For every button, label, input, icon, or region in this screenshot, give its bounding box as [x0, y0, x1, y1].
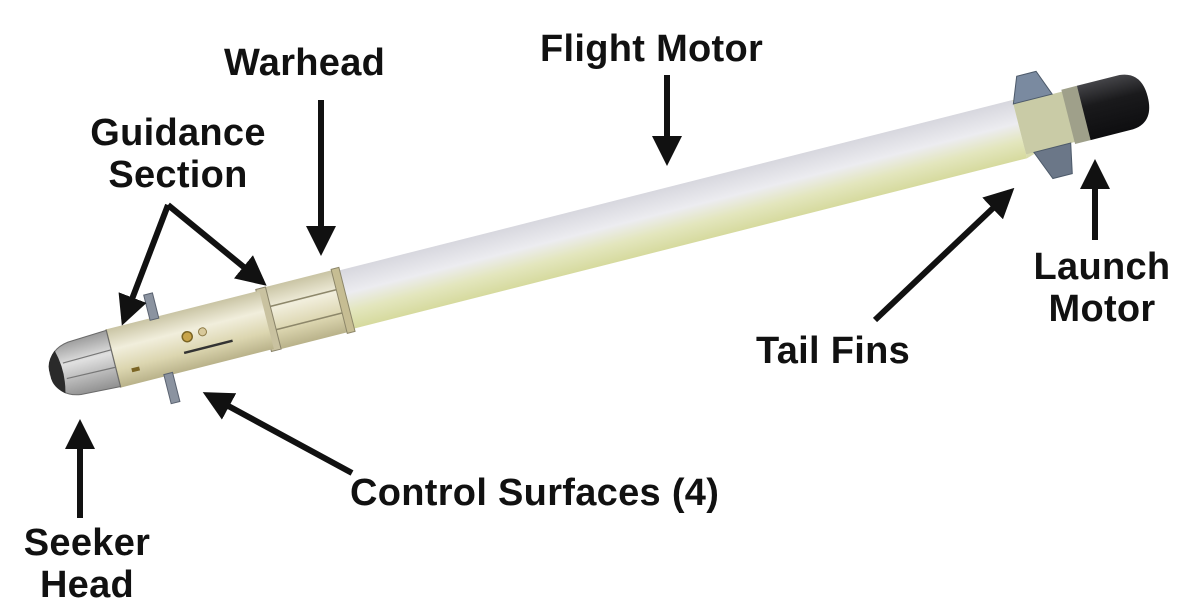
guidance-section-arrow-left [118, 203, 171, 326]
tail-section-body [1013, 85, 1094, 155]
guidance-section-body [105, 290, 274, 388]
tail-fins-body [1012, 70, 1073, 180]
control-surface-fins [143, 292, 181, 405]
label-seeker-head-line2: Head [39, 564, 135, 606]
label-seeker-head-line1: Seeker [23, 522, 151, 564]
flight-motor-body [333, 100, 1046, 330]
control-surfaces-arrow [202, 392, 354, 476]
label-warhead: Warhead [224, 42, 386, 84]
seeker-head-body [48, 329, 122, 396]
label-tail-fins: Tail Fins [756, 330, 911, 372]
label-control-surfaces: Control Surfaces (4) [350, 472, 720, 514]
label-seeker-head: Seeker Head [12, 522, 162, 606]
label-guidance-section-line2: Section [108, 154, 248, 196]
callout-arrows [65, 75, 1110, 518]
label-guidance-section: Guidance Section [76, 112, 280, 196]
launch-motor-body [1076, 74, 1150, 141]
label-launch-motor: Launch Motor [1022, 246, 1182, 330]
tail-fins-arrow [872, 187, 1015, 323]
label-flight-motor: Flight Motor [540, 28, 764, 70]
label-launch-motor-line2: Motor [1048, 288, 1156, 330]
guidance-section-arrow-right [166, 202, 267, 286]
label-guidance-section-line1: Guidance [90, 112, 266, 154]
label-launch-motor-line1: Launch [1033, 246, 1171, 288]
